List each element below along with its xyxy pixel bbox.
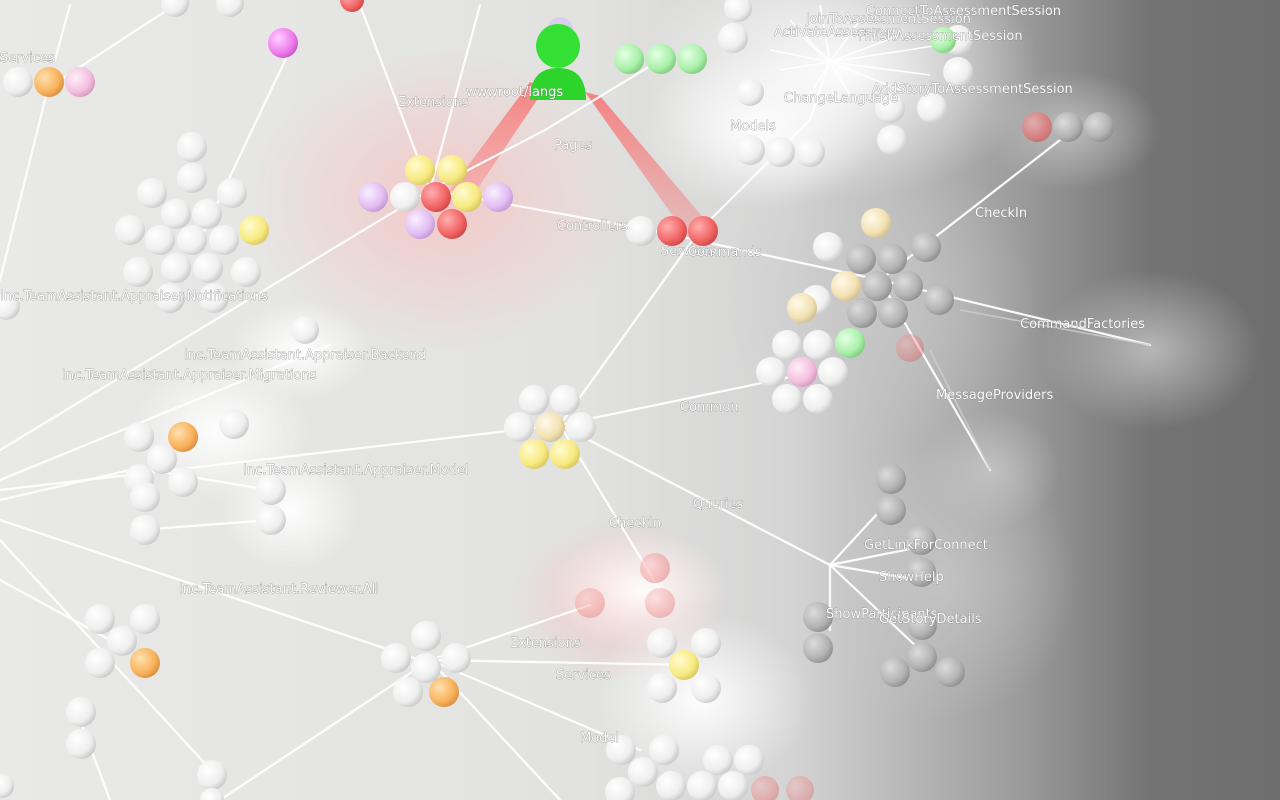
- label-show-help: ShowHelp: [879, 570, 944, 585]
- cluster-commands-top: [718, 0, 973, 167]
- label-activate: ActivateAssessmen: [774, 25, 900, 40]
- label-commands: Commands: [688, 245, 762, 260]
- label-show-participants: ShowParticipants: [826, 607, 938, 622]
- label-wwwroot-langs: wwwroot/langs: [466, 85, 563, 100]
- cluster-message-providers: [756, 328, 865, 414]
- cluster-checkin-right: [1022, 112, 1114, 142]
- cluster-pages: [614, 44, 707, 74]
- label-get-link: GetLinkForConnect: [864, 538, 988, 553]
- label-extensions-bottom: Extensions: [510, 636, 581, 651]
- cluster-model-bottom: [605, 735, 814, 800]
- cluster-services-bottom: [647, 628, 721, 703]
- edges-right: [929, 309, 1151, 471]
- label-change-language: ChangeLanguage: [784, 91, 898, 106]
- cluster-backend: [291, 316, 319, 344]
- label-queries: Queries: [693, 497, 743, 512]
- nodes: [0, 0, 1114, 800]
- cluster-services-top: [3, 0, 298, 97]
- label-get-story-details: GetStoryDetails: [879, 612, 982, 627]
- label-checkin-mid: CheckIn: [609, 516, 661, 531]
- label-model-bottom: Model: [580, 731, 619, 746]
- cluster-commands: [787, 208, 954, 362]
- cluster-common: [504, 385, 596, 469]
- label-reviewer-all: Inc.TeamAssistant.Reviewer.All: [179, 582, 379, 597]
- star-burst: [769, 4, 941, 96]
- cluster-model-app: [124, 409, 286, 545]
- label-models: Models: [730, 119, 776, 134]
- cluster-bottom-left: [0, 604, 227, 800]
- label-controllers: Controllers: [557, 219, 628, 234]
- cluster-reviewer: [381, 621, 471, 707]
- label-add-story: AddStoryToAssessmentSession: [872, 82, 1073, 97]
- labels: Services Extensions wwwroot/langs Pages …: [0, 4, 1146, 747]
- label-services-top: Services: [0, 51, 55, 66]
- cluster-checkin-mid: [575, 553, 675, 618]
- label-common: Common: [680, 400, 739, 415]
- label-migrations: Inc.TeamAssistant.Appraiser.Migrations: [62, 368, 317, 383]
- label-checkin-right: CheckIn: [975, 206, 1027, 221]
- label-finish: FinishAssessmentSession: [858, 29, 1023, 44]
- cluster-queries: [803, 464, 965, 687]
- edges: [0, 3, 1152, 800]
- activity-beams: [450, 82, 712, 240]
- user-avatar-icon: [530, 17, 586, 100]
- label-command-factories: CommandFactories: [1020, 317, 1145, 332]
- label-pages: Pages: [554, 138, 592, 153]
- label-extensions-top: Extensions: [398, 95, 469, 110]
- label-model-app: Inc.TeamAssistant.Appraiser.Model: [243, 463, 468, 478]
- label-services-mid: Services: [661, 244, 716, 259]
- label-join-to: JoinToAssessmentSession: [805, 12, 971, 27]
- label-message-providers: MessageProviders: [936, 388, 1054, 403]
- label-services-bottom: Services: [556, 668, 611, 683]
- cluster-notifications: [0, 132, 269, 320]
- cluster-extensions-top: [340, 0, 513, 239]
- label-backend: Inc.TeamAssistant.Appraiser.Backend: [184, 348, 426, 363]
- label-notifications: Inc.TeamAssistant.Appraiser.Notification…: [0, 289, 268, 304]
- cluster-controllers: [626, 216, 718, 246]
- label-connect-to: ConnectToAssessmentSession: [866, 4, 1061, 19]
